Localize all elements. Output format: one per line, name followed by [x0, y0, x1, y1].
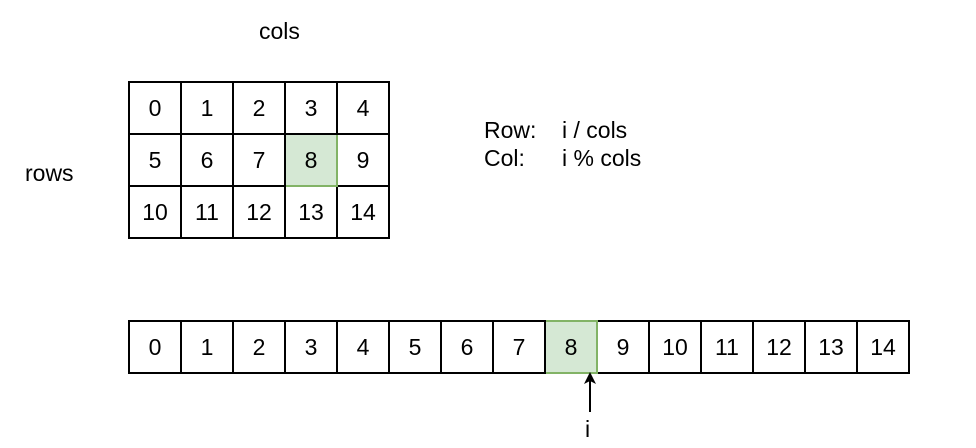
- col-formula-key: Col:: [484, 145, 525, 171]
- rows-label: rows: [25, 160, 74, 186]
- col-formula: Col: i % cols: [484, 144, 641, 172]
- matrix-cell: 1: [180, 81, 234, 135]
- array-cell: 9: [596, 320, 650, 374]
- matrix-row: 10 11 12 13 14: [128, 185, 390, 239]
- index-formula: Row: i / cols Col: i % cols: [484, 116, 641, 172]
- col-formula-expression: i % cols: [562, 145, 642, 171]
- array-cell: 5: [388, 320, 442, 374]
- pointer-label: i: [585, 416, 591, 442]
- array-cell: 12: [752, 320, 806, 374]
- matrix-cell: 12: [232, 185, 286, 239]
- matrix-cell: 2: [232, 81, 286, 135]
- array-cell: 13: [804, 320, 858, 374]
- matrix-cell: 3: [284, 81, 338, 135]
- array-cell: 8: [544, 320, 598, 374]
- array-cell: 3: [284, 320, 338, 374]
- matrix-cell: 10: [128, 185, 182, 239]
- row-formula-expression: i / cols: [562, 117, 628, 143]
- matrix-grid: 0 1 2 3 4 5 6 7 8 9 10 11 12 13 14: [128, 81, 390, 239]
- flat-array: 0 1 2 3 4 5 6 7 8 9 10 11 12 13 14: [128, 320, 910, 374]
- pointer-arrow-icon: [584, 372, 596, 412]
- matrix-cell: 11: [180, 185, 234, 239]
- matrix-cell: 14: [336, 185, 390, 239]
- array-cell: 10: [648, 320, 702, 374]
- matrix-cell: 7: [232, 133, 286, 187]
- array-cell: 6: [440, 320, 494, 374]
- array-cell: 2: [232, 320, 286, 374]
- row-formula: Row: i / cols: [484, 116, 641, 144]
- matrix-cell: 13: [284, 185, 338, 239]
- matrix-cell: 6: [180, 133, 234, 187]
- array-cell: 1: [180, 320, 234, 374]
- array-cell: 14: [856, 320, 910, 374]
- array-row: 0 1 2 3 4 5 6 7 8 9 10 11 12 13 14: [128, 320, 910, 374]
- matrix-cell: 5: [128, 133, 182, 187]
- matrix-cell: 8: [284, 133, 338, 187]
- cols-label: cols: [259, 18, 300, 44]
- array-cell: 4: [336, 320, 390, 374]
- row-formula-key: Row:: [484, 117, 537, 143]
- array-cell: 7: [492, 320, 546, 374]
- array-cell: 11: [700, 320, 754, 374]
- matrix-cell: 4: [336, 81, 390, 135]
- array-cell: 0: [128, 320, 182, 374]
- matrix-cell: 9: [336, 133, 390, 187]
- matrix-row: 5 6 7 8 9: [128, 133, 390, 187]
- matrix-row: 0 1 2 3 4: [128, 81, 390, 135]
- matrix-cell: 0: [128, 81, 182, 135]
